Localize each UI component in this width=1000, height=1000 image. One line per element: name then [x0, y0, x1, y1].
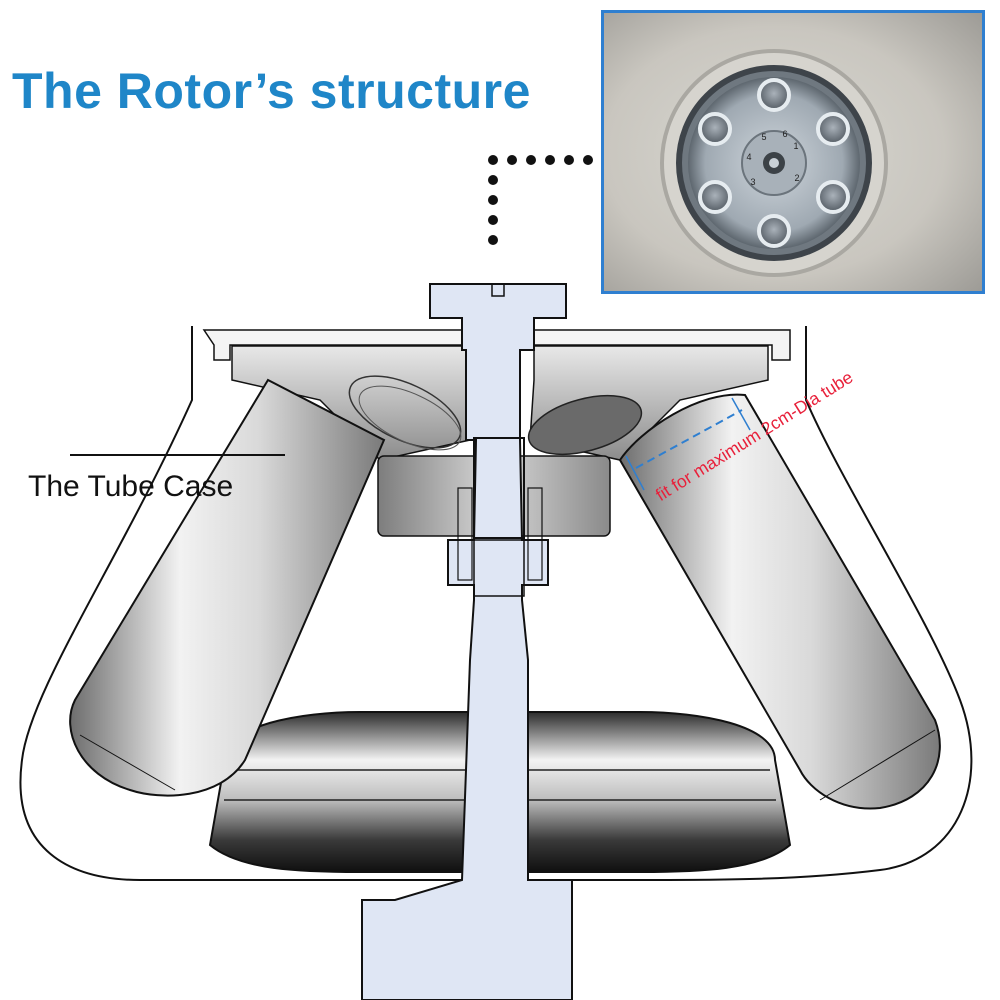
right-tube-case [527, 393, 941, 810]
rotor-number-6: 6 [782, 129, 787, 139]
tube-case-label: The Tube Case [28, 470, 234, 503]
rotor-number-2: 2 [794, 173, 799, 183]
rotor-photo: 1 2 3 4 5 6 [601, 10, 985, 294]
rotor-number-1: 1 [793, 141, 798, 151]
rotor-photo-image: 1 2 3 4 5 6 [604, 13, 982, 291]
rotor-number-5: 5 [761, 132, 766, 142]
rotor-number-4: 4 [746, 152, 751, 162]
diagram-title: The Rotor’s structure [12, 63, 531, 119]
rotor-number-3: 3 [750, 177, 755, 187]
center-shaft [361, 283, 573, 1000]
left-tube-case [69, 375, 462, 797]
chamber-outline [19, 326, 973, 882]
diameter-dimension [625, 397, 751, 491]
